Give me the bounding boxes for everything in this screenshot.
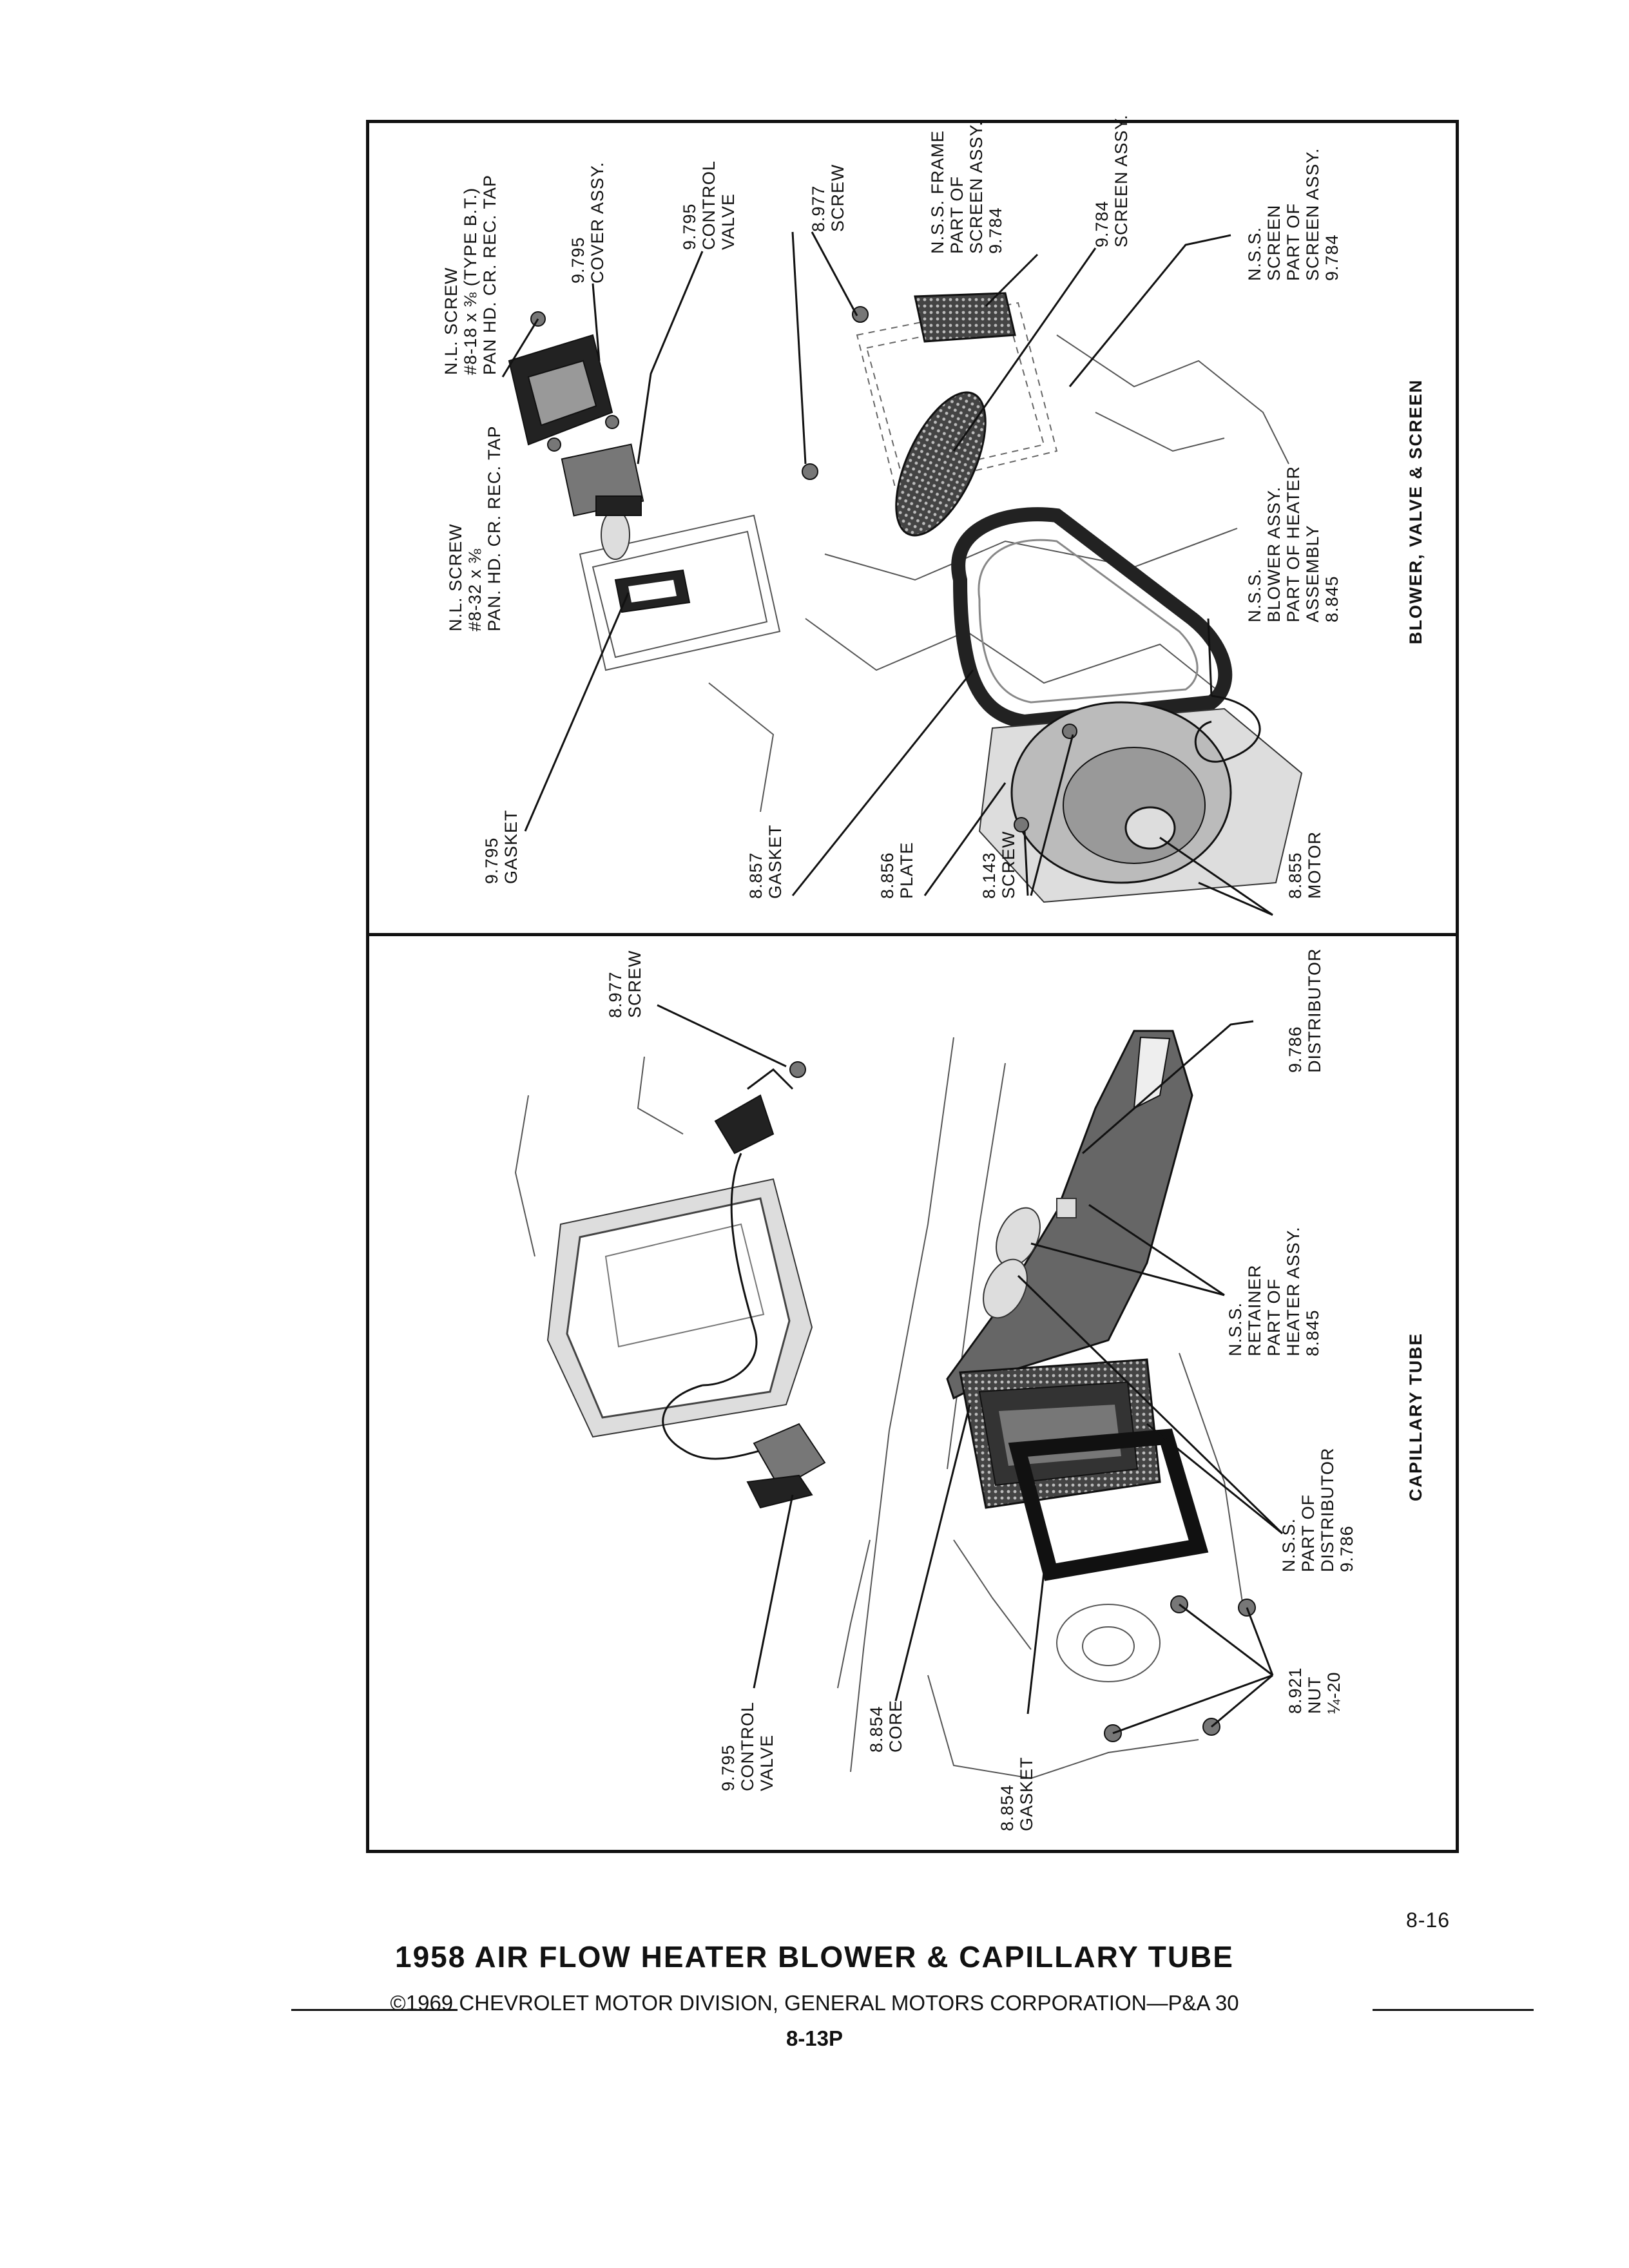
lower-panel-artwork: [514, 1004, 1284, 1780]
label-motor-8-855: 8.855 MOTOR: [1286, 831, 1324, 899]
footer-rule-right: [1373, 2009, 1534, 2011]
label-nss-screen: N.S.S. SCREEN PART OF SCREEN ASSY. 9.784: [1245, 148, 1342, 281]
label-core-8-854: 8.854 CORE: [867, 1699, 905, 1753]
footer-rule-left: [291, 2009, 458, 2011]
label-nss-blower-assy: N.S.S. BLOWER ASSY. PART OF HEATER ASSEM…: [1245, 465, 1342, 622]
label-control-valve-upper: 9.795 CONTROL VALVE: [680, 160, 738, 250]
label-nss-frame: N.S.S. FRAME PART OF SCREEN ASSY. 9.784: [928, 120, 1005, 254]
label-gasket-9-795: 9.795 GASKET: [482, 809, 521, 884]
label-screw-8-977-lower: 8.977 SCREW: [606, 950, 644, 1019]
label-screw-8-977-upper: 8.977 SCREW: [809, 164, 847, 233]
label-plate-8-856: 8.856 PLATE: [878, 841, 916, 899]
sub-page-number: 8-13P: [786, 2026, 843, 2050]
page-title: 1958 AIR FLOW HEATER BLOWER & CAPILLARY …: [395, 1940, 1234, 1974]
label-nl-screw-8-18: N.L. SCREW #8-18 x ⅜ (TYPE B.T.) PAN HD.…: [441, 174, 499, 375]
label-screw-8-143: 8.143 SCREW: [979, 831, 1018, 899]
label-distributor: 9.786 DISTRIBUTOR: [1286, 948, 1324, 1073]
label-nut-8-921: 8.921 NUT ¼-20: [1286, 1667, 1344, 1714]
label-screen-assy: 9.784 SCREEN ASSY.: [1092, 114, 1131, 247]
label-nl-screw-8-32: N.L. SCREW #8-32 x ⅜ PAN. HD. CR. REC. T…: [446, 425, 504, 631]
diagram-frame: [366, 120, 1459, 1853]
label-gasket-8-857: 8.857 GASKET: [746, 824, 785, 899]
upper-panel-title: BLOWER, VALVE & SCREEN: [1406, 378, 1425, 644]
page-number: 8-16: [1406, 1908, 1451, 1932]
copyright-line: ©1969 CHEVROLET MOTOR DIVISION, GENERAL …: [390, 1991, 1239, 2015]
upper-panel-artwork: [501, 231, 1303, 916]
panel-divider: [366, 933, 1459, 936]
label-nss-retainer: N.S.S. RETAINER PART OF HEATER ASSY. 8.8…: [1226, 1226, 1322, 1356]
label-nss-part-distributor: N.S.S. PART OF DISTRIBUTOR 9.786: [1279, 1447, 1356, 1572]
label-gasket-8-854: 8.854 GASKET: [998, 1756, 1036, 1831]
lower-panel-title: CAPILLARY TUBE: [1406, 1332, 1425, 1501]
label-cover-assy: 9.795 COVER ASSY.: [568, 161, 607, 284]
label-control-valve-lower: 9.795 CONTROL VALVE: [718, 1701, 776, 1791]
